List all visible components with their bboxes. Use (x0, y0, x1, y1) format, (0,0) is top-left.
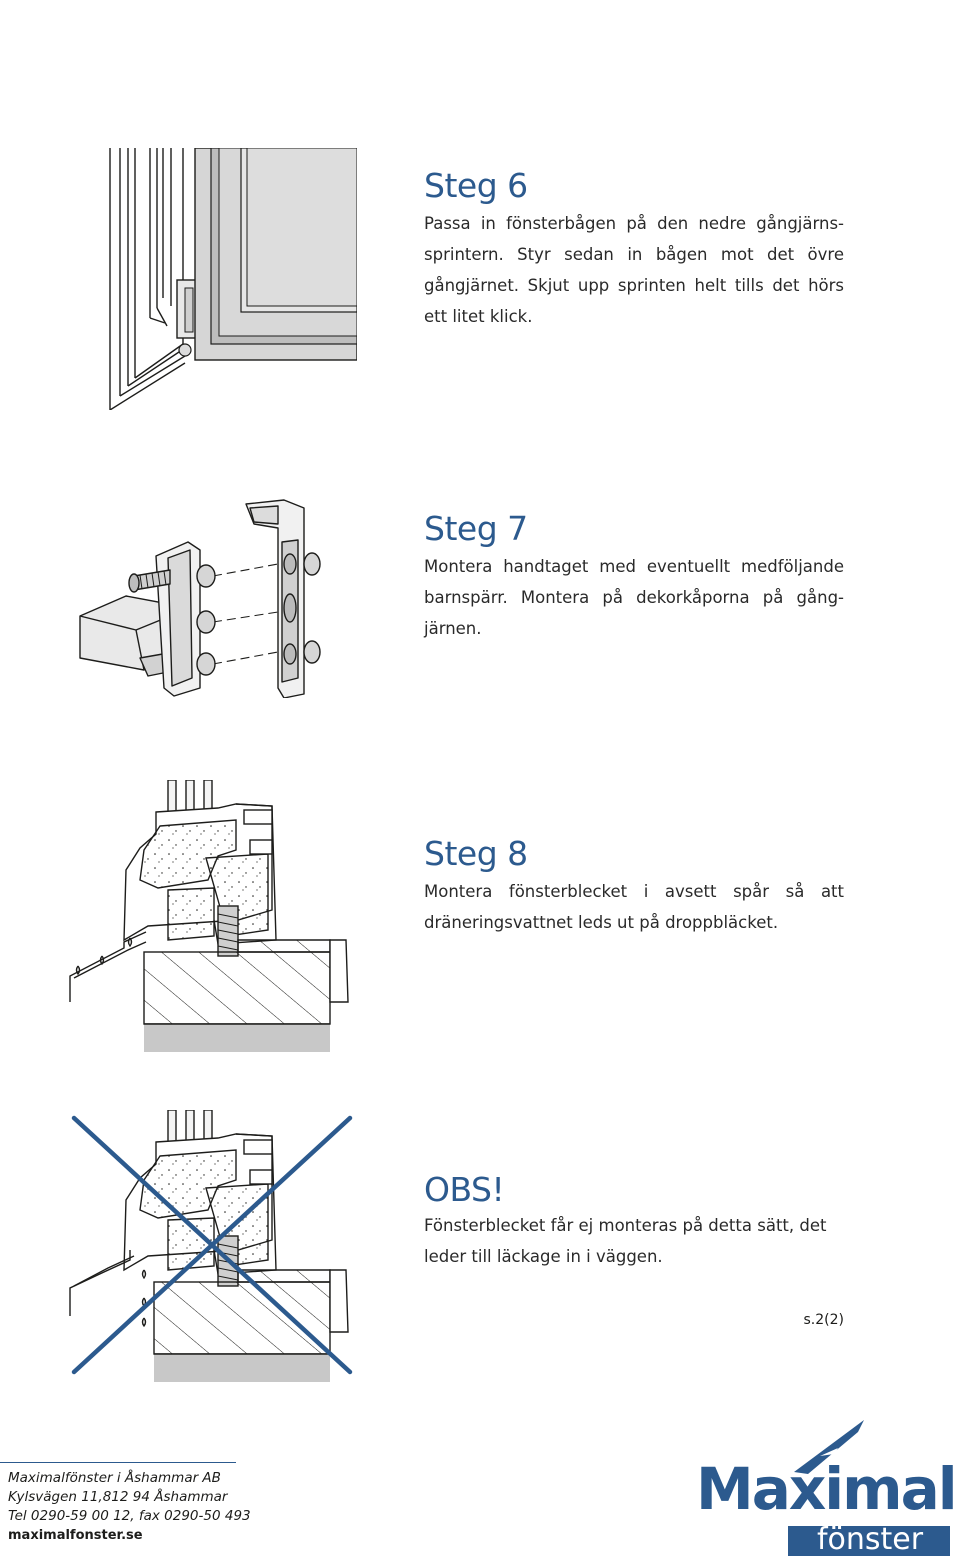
obs-text: Fönsterblecket får ej monteras på detta … (424, 1216, 827, 1266)
footer-website-link[interactable]: maximalfonster.se (8, 1528, 143, 1543)
footer-address: Kylsvägen 11,812 94 Åshammar (8, 1489, 228, 1505)
step7-text: Montera handtaget med eventuellt medfölj… (424, 557, 844, 638)
cross-icon (71, 1115, 353, 1375)
maximal-fonster-logo: Maximal fönster (688, 1418, 958, 1558)
footer-phone: Tel 0290-59 00 12, fax 0290-50 493 (8, 1508, 251, 1524)
handle-assembly-illustration (79, 499, 321, 698)
window-hinge-illustration (109, 148, 357, 410)
step8-heading: Steg 8 (424, 834, 528, 873)
window-sill-section-correct (69, 780, 349, 1052)
step6-text: Passa in fönsterbågen på den nedre gångj… (424, 214, 844, 326)
window-sill-section-incorrect (69, 1110, 353, 1382)
step7-heading: Steg 7 (424, 509, 528, 548)
logo-graphic (788, 1420, 950, 1556)
page-number: s.2(2) (803, 1312, 844, 1328)
logo-wordmark: Maximal (696, 1455, 958, 1523)
footer-contact: Maximalfönster i Åshammar AB Kylsvägen 1… (8, 1469, 268, 1545)
footer-divider (0, 1462, 236, 1463)
logo-subword: fönster (816, 1522, 924, 1557)
footer-company: Maximalfönster i Åshammar AB (8, 1470, 221, 1486)
obs-heading: OBS! (424, 1170, 505, 1209)
step8-text: Montera fönsterblecket i avsett spår så … (424, 882, 844, 932)
step6-heading: Steg 6 (424, 166, 528, 205)
